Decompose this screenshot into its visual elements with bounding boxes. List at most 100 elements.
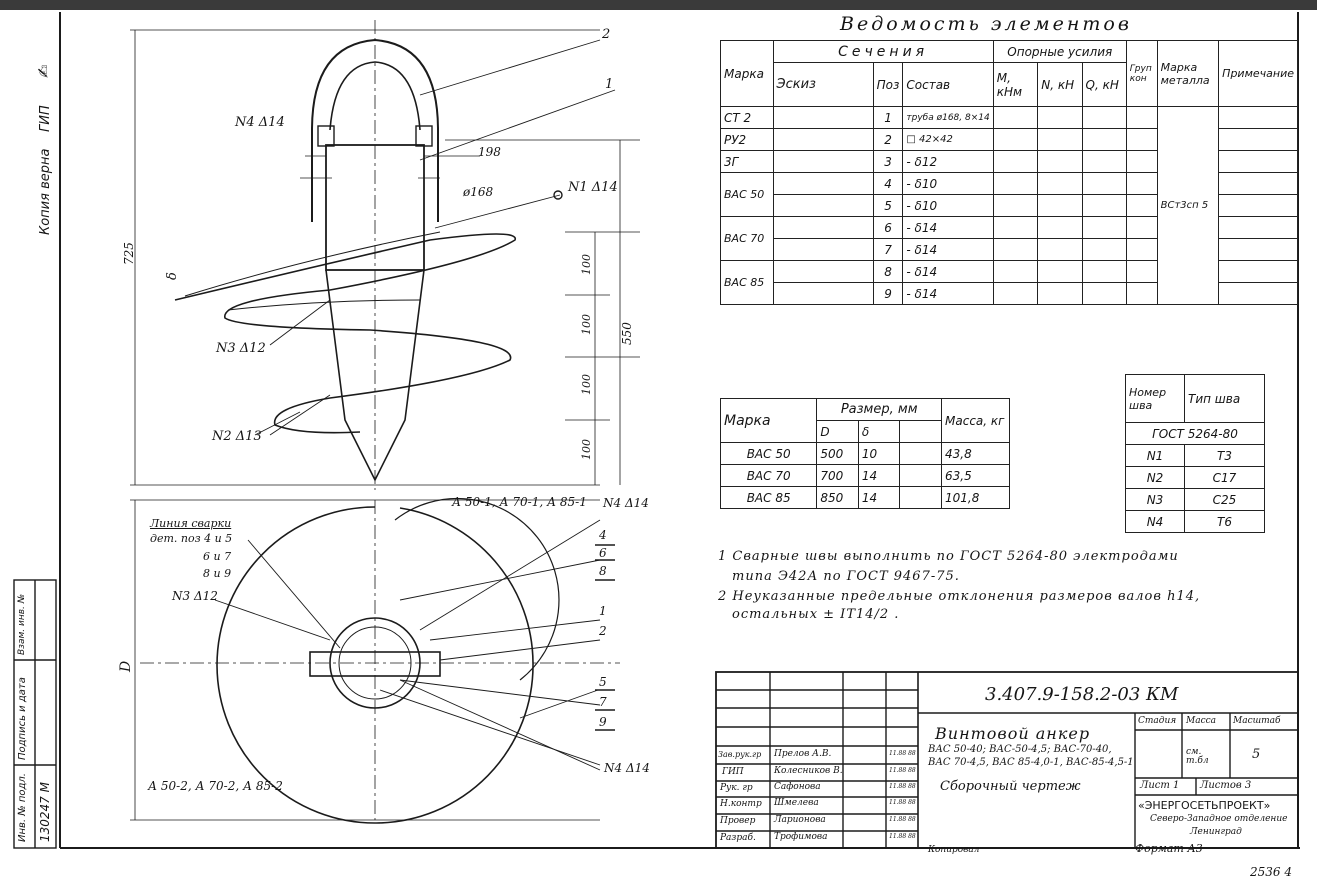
role-1: ГИП (722, 767, 744, 777)
note-line-2: типа Э42А по ГОСТ 9467-75. (732, 569, 960, 584)
label-dim100b: 100 (580, 314, 593, 335)
size-col-d: D (816, 420, 859, 443)
table-row: 9- δ14 (721, 282, 1298, 305)
label-dim725: 725 (122, 242, 136, 265)
mass-value: см. т.бл (1186, 747, 1209, 766)
doc-name: Винтовой анкер (935, 724, 1091, 743)
col-sections: Сечения (772, 40, 994, 63)
name-0: Прелов А.В. (774, 749, 832, 759)
label-p1: 1 (599, 604, 607, 618)
margin-copy-verified: Копия верна (38, 148, 53, 235)
name-3: Шмелева (774, 798, 819, 808)
label-weld4-plan: N4 Δ14 (603, 496, 649, 510)
label-pos1: 1 (605, 77, 614, 92)
label-weld-line-4: 8 и 9 (203, 567, 232, 580)
label-weld4-plan-low: N4 Δ14 (604, 761, 650, 775)
label-delta: δ (165, 272, 180, 280)
elements-table-title: Ведомость элементов (840, 13, 1132, 35)
date-4: 11.88 88 (889, 816, 916, 823)
col-support-forces: Опорные усилия (992, 40, 1127, 63)
role-2: Рук. гр (720, 783, 753, 793)
weld-col-type: Тип шва (1184, 374, 1265, 423)
label-dim-d: D (118, 660, 134, 672)
col-n: N, кН (1037, 62, 1083, 107)
size-col-mass: Масса, кг (941, 398, 1010, 443)
scale-header: Масштаб (1233, 716, 1281, 726)
label-pos2: 2 (602, 27, 611, 42)
label-p6: 6 (599, 546, 607, 560)
label-weld4-top: N4 Δ14 (235, 115, 285, 130)
col-sketch: Эскиз (772, 62, 874, 107)
label-dim550: 550 (620, 322, 634, 345)
label-dim100a: 100 (580, 254, 593, 275)
label-plan-bottom-marks: А 50-2, А 70-2, А 85-2 (148, 779, 283, 793)
label-weld-line-2: дет. поз 4 и 5 (150, 532, 233, 545)
margin-gip: ГИП (38, 105, 53, 132)
note-line-4: остальных ± IT14/2 . (732, 607, 900, 622)
org-name: «ЭНЕРГОСЕТЬПРОЕКТ» (1138, 799, 1271, 812)
label-p5: 5 (599, 675, 607, 689)
size-col-delta: δ (857, 420, 901, 443)
label-weld-line-3: 6 и 7 (203, 550, 232, 563)
format-label: Формат А3 (1135, 842, 1203, 855)
doc-code: 3.407.9-158.2-03 КМ (985, 684, 1179, 705)
margin-signature: ✍ (34, 64, 53, 78)
note-line-1: 1 Сварные швы выполнить по ГОСТ 5264-80 … (718, 549, 1179, 564)
label-weld3: N3 Δ12 (216, 341, 266, 356)
date-1: 11.88 88 (889, 767, 916, 774)
col-pos: Поз (872, 62, 904, 107)
label-dim198: 198 (478, 145, 501, 159)
date-2: 11.88 88 (889, 783, 916, 790)
doc-sheet-type: Сборочный чертеж (940, 779, 1081, 794)
label-p8: 8 (599, 564, 607, 578)
name-4: Ларионова (774, 815, 826, 825)
margin-replace: Взам. инв. № (17, 593, 27, 655)
margin-sign-date: Подпись и дата (17, 677, 28, 760)
margin-inv-value: 130247 М (38, 782, 52, 842)
date-0: 11.88 88 (889, 750, 916, 757)
label-p7: 7 (599, 695, 607, 709)
label-p4: 4 (599, 528, 607, 542)
metal-grade-value: ВСт3сп 5 (1156, 106, 1220, 305)
org-division: Северо-Западное отделение (1150, 814, 1288, 824)
name-5: Трофимова (774, 832, 828, 842)
sheets-total: Листов 3 (1200, 780, 1252, 791)
col-q: Q, кН (1081, 62, 1127, 107)
scale-value: 5 (1252, 747, 1261, 762)
role-5: Разраб. (720, 833, 756, 843)
date-5: 11.88 88 (889, 833, 916, 840)
doc-variants-2: ВАС 70-4,5, ВАС 85-4,0-1, ВАС-85-4,5-1 (928, 757, 1134, 768)
window-top-bar (0, 0, 1317, 10)
label-weld1: N1 Δ14 (568, 180, 618, 195)
doc-variants-1: ВАС 50-40; ВАС-50-4,5; ВАС-70-40, (928, 744, 1112, 755)
weld-standard: ГОСТ 5264-80 (1125, 422, 1265, 445)
name-1: Колесников В. (774, 766, 843, 776)
size-col-mark: Марка (719, 398, 818, 443)
label-weld3-plan: N3 Δ12 (172, 589, 218, 603)
mass-header: Масса (1186, 716, 1217, 726)
stage-header: Стадия (1138, 716, 1177, 726)
label-dim100d: 100 (580, 439, 593, 460)
margin-inv-label: Инв. № подл. (17, 773, 28, 842)
size-col-size: Размер, мм (816, 398, 943, 421)
org-city: Ленинград (1190, 827, 1242, 837)
weld-col-num: Номер шва (1125, 374, 1185, 423)
col-metal-grade: Марка металла (1156, 40, 1220, 107)
stamp-number: 2536 4 (1250, 865, 1292, 879)
label-p9: 9 (599, 715, 607, 729)
date-3: 11.88 88 (889, 799, 916, 806)
